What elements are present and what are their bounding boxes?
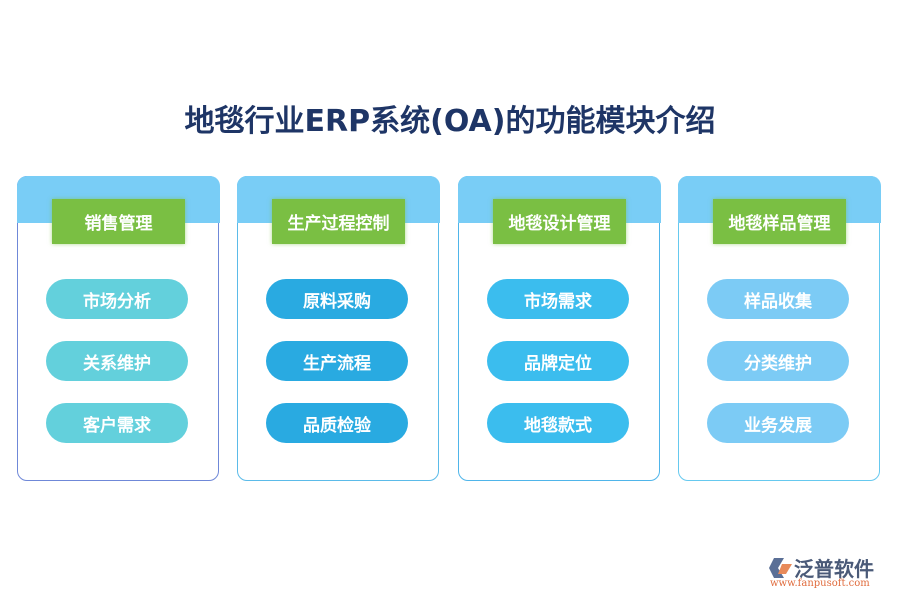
module-card: 地毯设计管理市场需求品牌定位地毯款式 (457, 175, 661, 481)
function-item: 业务发展 (707, 403, 849, 443)
function-item: 市场需求 (487, 279, 629, 319)
function-item: 地毯款式 (487, 403, 629, 443)
page-title: 地毯行业ERP系统(OA)的功能模块介绍 (184, 104, 716, 139)
fanpu-logo-icon (769, 557, 792, 578)
function-item: 分类维护 (707, 341, 849, 381)
function-item: 品牌定位 (487, 341, 629, 381)
function-item: 样品收集 (707, 279, 849, 319)
module-card: 生产过程控制原料采购生产流程品质检验 (236, 175, 440, 481)
function-item: 品质检验 (266, 403, 408, 443)
module-title: 销售管理 (52, 199, 185, 244)
module-card: 销售管理市场分析关系维护客户需求 (16, 175, 220, 481)
function-item: 市场分析 (46, 279, 188, 319)
function-item: 关系维护 (46, 341, 188, 381)
logo-url: www.fanpusoft.com (770, 578, 870, 589)
module-card: 地毯样品管理样品收集分类维护业务发展 (677, 175, 881, 481)
module-title: 生产过程控制 (272, 199, 405, 244)
module-title: 地毯样品管理 (713, 199, 846, 244)
module-title: 地毯设计管理 (493, 199, 626, 244)
function-item: 客户需求 (46, 403, 188, 443)
brand-logo: 泛普软件 (768, 553, 874, 582)
function-item: 原料采购 (266, 279, 408, 319)
logo-name: 泛普软件 (794, 557, 874, 581)
function-item: 生产流程 (266, 341, 408, 381)
